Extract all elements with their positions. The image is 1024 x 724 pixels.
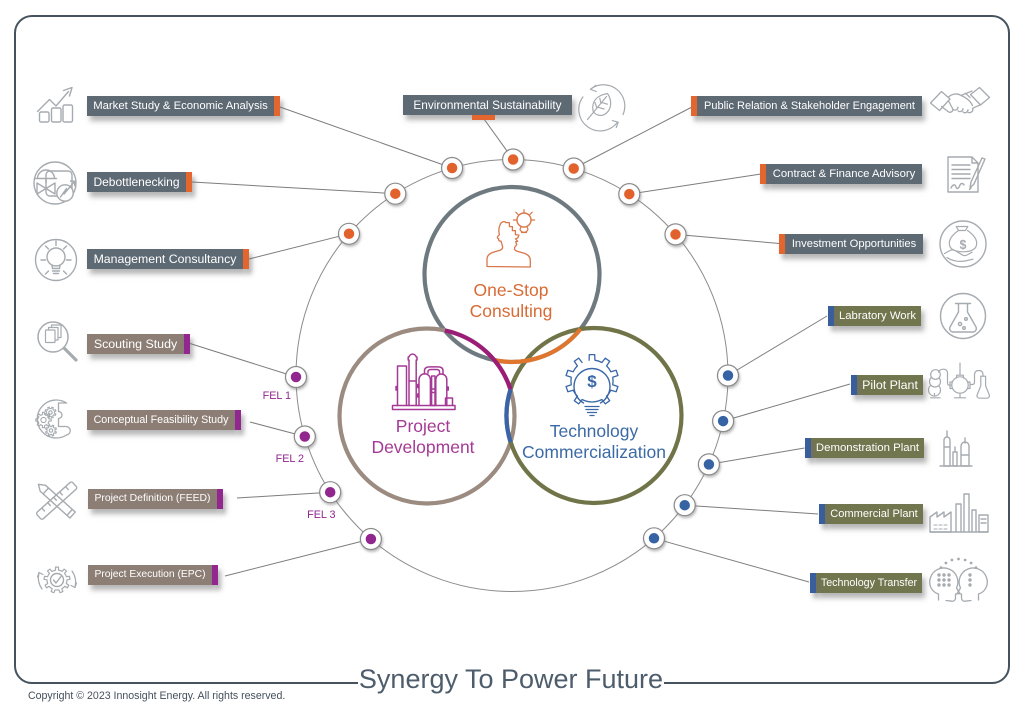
svg-text:FEL 3: FEL 3 bbox=[307, 509, 335, 521]
svg-text:Project: Project bbox=[396, 416, 451, 436]
svg-text:FEL 1: FEL 1 bbox=[263, 390, 291, 402]
svg-text:$: $ bbox=[960, 238, 967, 252]
svg-text:Consulting: Consulting bbox=[470, 301, 553, 321]
svg-text:FEL 2: FEL 2 bbox=[276, 453, 304, 465]
svg-text:Commercialization: Commercialization bbox=[522, 442, 666, 462]
svg-text:Development: Development bbox=[371, 437, 474, 457]
svg-text:One-Stop: One-Stop bbox=[474, 280, 549, 300]
svg-text:Technology: Technology bbox=[550, 421, 639, 441]
svg-text:$: $ bbox=[587, 372, 597, 391]
